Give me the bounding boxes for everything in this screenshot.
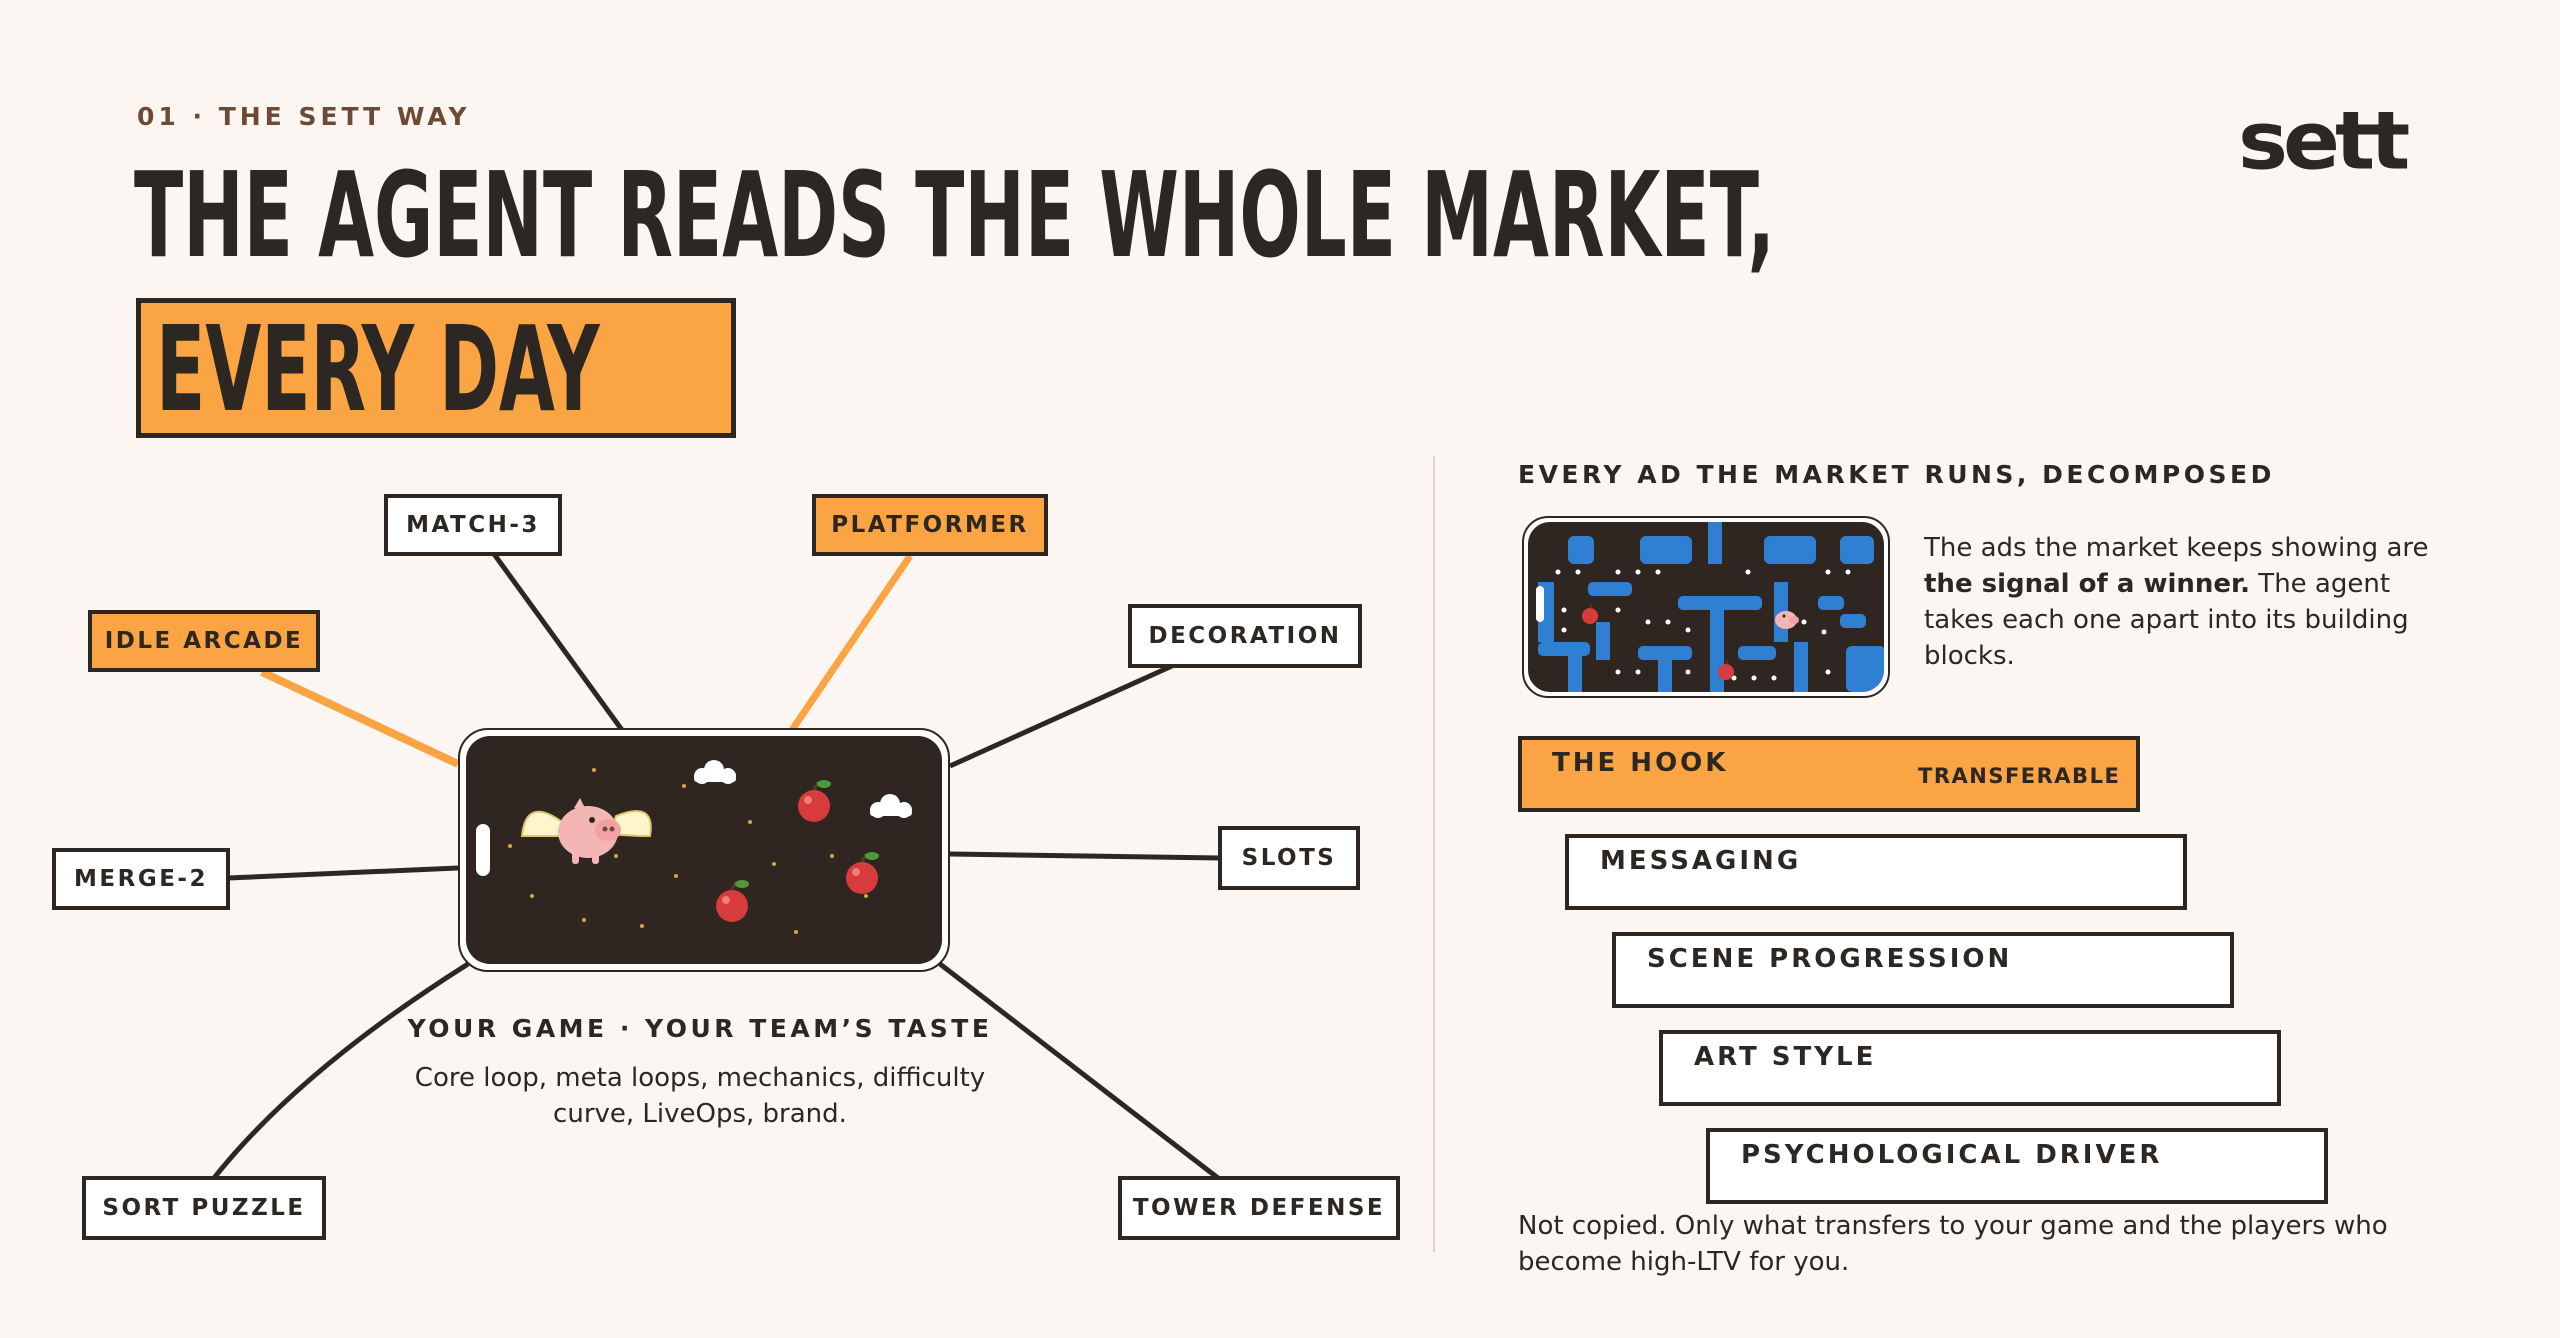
genre-box-slots: SLOTS <box>1218 826 1360 890</box>
connector-decoration <box>948 663 1174 769</box>
layer-bar-psychological-driver <box>1706 1128 2328 1204</box>
genre-box-tower-defense: TOWER DEFENSE <box>1118 1176 1400 1240</box>
flying-pig-icon <box>520 798 652 864</box>
genre-box-sort-puzzle: SORT PUZZLE <box>82 1176 326 1240</box>
connector-sort-puzzle <box>212 961 470 1180</box>
eyebrow-label: 01 · THE SETT WAY <box>137 102 471 131</box>
headline: THE AGENT READS THE WHOLE MARKET, <box>134 146 1775 284</box>
decomposition-intro: The ads the market keeps showing are the… <box>1924 530 2444 674</box>
game-art <box>508 760 912 934</box>
intro-text-end: The agent takes each one apart into its … <box>1924 569 2409 671</box>
genre-box-platformer: PLATFORMER <box>812 494 1048 556</box>
genre-box-idle-arcade: IDLE ARCADE <box>88 610 320 672</box>
decomposition-title: EVERY AD THE MARKET RUNS, DECOMPOSED <box>1518 460 2275 489</box>
pig-icon <box>1775 611 1799 629</box>
intro-text: The ads the market keeps showing are <box>1924 533 2429 563</box>
sett-logo: sett <box>2238 94 2410 188</box>
layer-label-messaging: MESSAGING <box>1600 846 1802 876</box>
game-caption: YOUR GAME · YOUR TEAM’S TASTE <box>407 1014 993 1043</box>
connector-platformer <box>789 554 913 732</box>
layer-label-scene-progression: SCENE PROGRESSION <box>1647 944 2013 974</box>
connector-slots <box>949 851 1221 861</box>
layer-bar-messaging <box>1565 834 2187 910</box>
layer-label-hook: THE HOOK <box>1552 748 1729 778</box>
genre-box-match-3: MATCH-3 <box>384 494 562 556</box>
headline-highlight: EVERY DAY <box>156 300 600 438</box>
headline-highlight-box <box>136 298 736 438</box>
transferable-tag: TRANSFERABLE <box>1918 764 2121 788</box>
layer-bar-hook <box>1518 736 2140 812</box>
apple-icon <box>798 780 831 822</box>
connector-merge-2 <box>227 865 459 881</box>
intro-emphasis: the signal of a winner. <box>1924 569 2251 599</box>
layer-bar-art-style <box>1659 1030 2281 1106</box>
phone-notch <box>476 824 490 876</box>
cloud-icon <box>694 760 736 784</box>
layer-label-psychological-driver: PSYCHOLOGICAL DRIVER <box>1741 1140 2163 1170</box>
connector-tower-defense <box>938 962 1220 1180</box>
layer-label-art-style: ART STYLE <box>1694 1042 1877 1072</box>
section-divider <box>1433 456 1435 1252</box>
footnote: Not copied. Only what transfers to your … <box>1518 1211 2388 1277</box>
connector-idle-arcade <box>260 668 460 768</box>
apple-icon <box>1582 603 1598 624</box>
layer-bar-scene-progression <box>1612 932 2234 1008</box>
maze-icon <box>1528 522 1884 692</box>
connector-match-3 <box>491 552 625 732</box>
apple-icon <box>846 852 879 894</box>
cloud-icon <box>870 794 912 818</box>
genre-box-merge-2: MERGE-2 <box>52 848 230 910</box>
genre-box-decoration: DECORATION <box>1128 604 1362 668</box>
apple-icon <box>716 880 749 922</box>
game-description: Core loop, meta loops, mechanics, diffic… <box>414 1063 986 1129</box>
apple-icon <box>1718 659 1734 680</box>
